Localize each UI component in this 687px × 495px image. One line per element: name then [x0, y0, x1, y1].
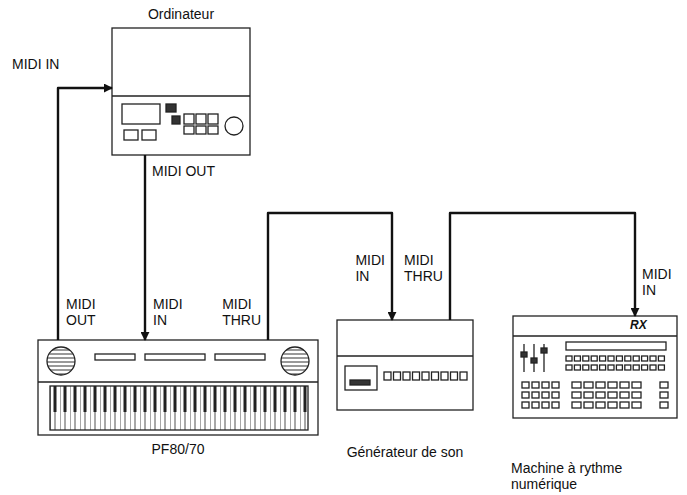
- midi-cable: [268, 213, 392, 340]
- rhythm-machine-box: Machine à rythme numérique: [513, 316, 677, 418]
- computer-box: Ordinateur: [112, 28, 250, 155]
- port-label: MIDI OUT: [66, 296, 96, 328]
- port-label: MIDI THRU: [404, 252, 443, 284]
- port-label: MIDI THRU: [222, 296, 261, 328]
- midi-cable: [58, 88, 112, 340]
- port-label: MIDI IN: [642, 266, 672, 298]
- port-label: MIDI IN: [355, 252, 385, 284]
- sound-generator-box: Générateur de son: [337, 320, 473, 410]
- midi-cable: [450, 213, 635, 320]
- model-logo: RX: [630, 319, 647, 333]
- port-label: MIDI OUT: [152, 163, 215, 179]
- port-label: MIDI IN: [12, 56, 59, 72]
- device-caption: Générateur de son: [347, 444, 464, 460]
- device-caption: Machine à rythme numérique: [511, 460, 679, 492]
- sound-generator-drawing: [337, 320, 473, 410]
- keyboard-drawing: [38, 340, 318, 435]
- rhythm-machine-drawing: [513, 316, 677, 418]
- midi-cable: [144, 155, 146, 340]
- keyboard-box: PF80/70: [38, 340, 318, 435]
- device-caption: Ordinateur: [148, 6, 214, 22]
- port-label: MIDI IN: [153, 296, 183, 328]
- device-caption: PF80/70: [152, 441, 205, 457]
- computer-drawing: [112, 28, 250, 155]
